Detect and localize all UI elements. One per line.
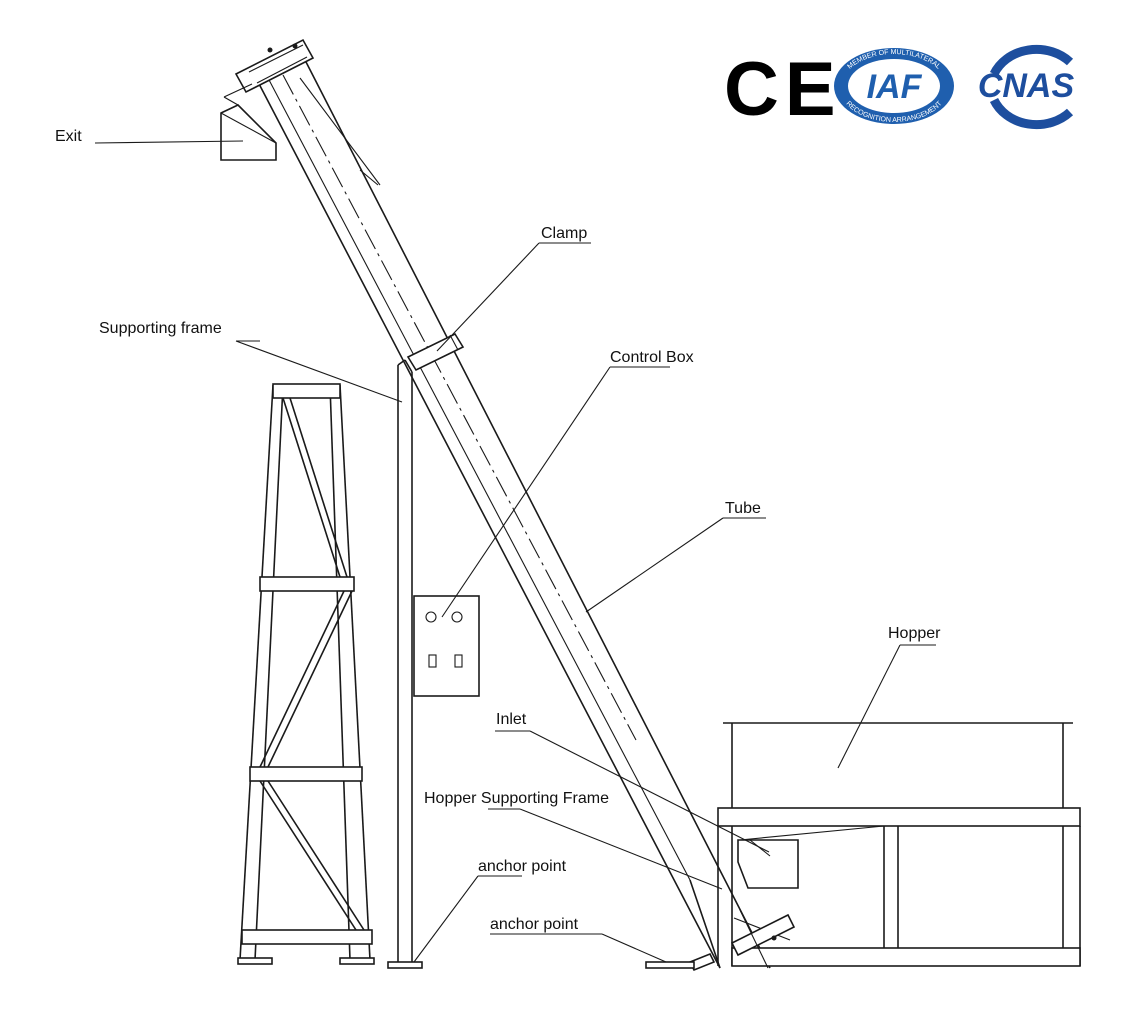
diagram-labels: Exit Clamp Supporting frame Control Box … — [55, 128, 941, 933]
label-inlet: Inlet — [496, 711, 527, 728]
iaf-logo-text: IAF — [867, 68, 923, 106]
cnas-logo: CNAS — [978, 44, 1075, 130]
control-box — [413, 595, 480, 697]
exit-chute — [220, 83, 277, 161]
label-hopper-supporting-frame: Hopper Supporting Frame — [424, 790, 609, 807]
label-hopper: Hopper — [888, 625, 941, 642]
label-tube: Tube — [725, 500, 761, 517]
ce-mark: CE — [724, 47, 842, 132]
cnas-arc-top — [989, 44, 1074, 77]
iaf-logo-center — [848, 59, 940, 113]
label-control-box: Control Box — [610, 349, 694, 366]
label-exit: Exit — [55, 128, 82, 145]
cnas-logo-text: CNAS — [978, 67, 1075, 105]
conveyor-tube — [234, 38, 771, 969]
hopper — [717, 722, 1081, 827]
ce-mark-text: CE — [724, 47, 842, 132]
label-anchor-point-1: anchor point — [478, 858, 567, 875]
hopper-supporting-frame — [645, 825, 1081, 972]
label-supporting-frame: Supporting frame — [99, 320, 222, 337]
cnas-arc-bottom — [989, 97, 1074, 130]
label-clamp: Clamp — [541, 225, 587, 242]
lattice-tower — [237, 383, 375, 965]
label-anchor-point-2: anchor point — [490, 916, 579, 933]
leader-lines — [94, 140, 936, 963]
iaf-logo: MEMBER OF MULTILATERAL RECOGNITION ARRAN… — [834, 48, 954, 124]
